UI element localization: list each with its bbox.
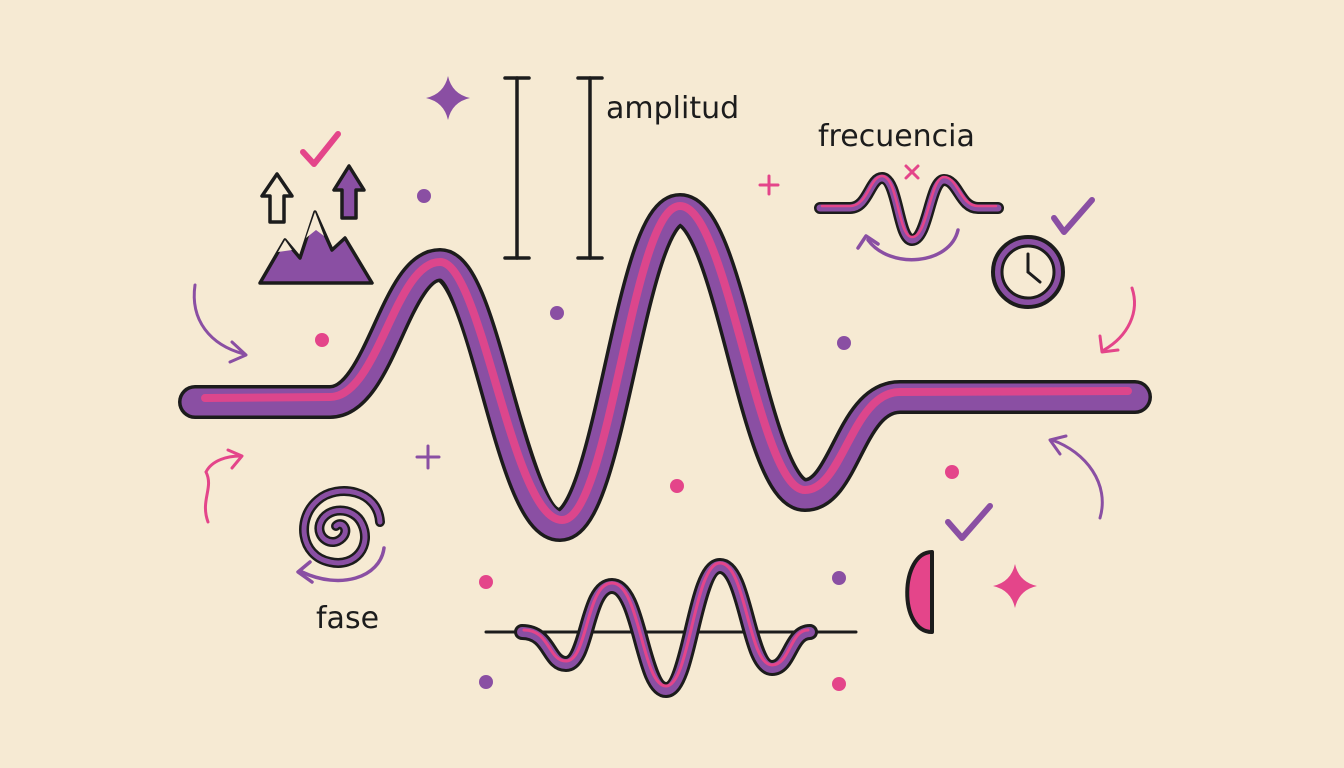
spiral-icon — [299, 486, 385, 568]
mountain-icon — [258, 210, 374, 285]
amplitude-label: amplitud — [606, 91, 739, 126]
clock-icon — [991, 235, 1065, 309]
curved-arrow-icon — [192, 283, 1136, 524]
frequency-wave — [814, 172, 1004, 246]
amplitude-marker — [503, 76, 604, 260]
x-icon — [904, 164, 920, 180]
frequency-label: frecuencia — [818, 119, 975, 154]
curved-arrow-icon — [866, 228, 960, 262]
checkmark-icon — [1051, 197, 1095, 235]
sparkle-icon — [426, 76, 470, 120]
sparkle-icon — [993, 564, 1037, 608]
phase-label: fase — [316, 601, 379, 636]
plus-icon — [758, 174, 780, 196]
curved-arrow-icon — [300, 546, 386, 583]
main-wave — [178, 193, 1152, 542]
up-arrow-icon — [260, 164, 366, 224]
checkmark-icon — [300, 131, 341, 167]
bottom-wave — [484, 558, 858, 698]
half-circle-icon — [905, 550, 934, 634]
checkmark-icon — [945, 503, 993, 541]
decorative-dots — [315, 189, 959, 691]
plus-icon — [415, 444, 441, 470]
